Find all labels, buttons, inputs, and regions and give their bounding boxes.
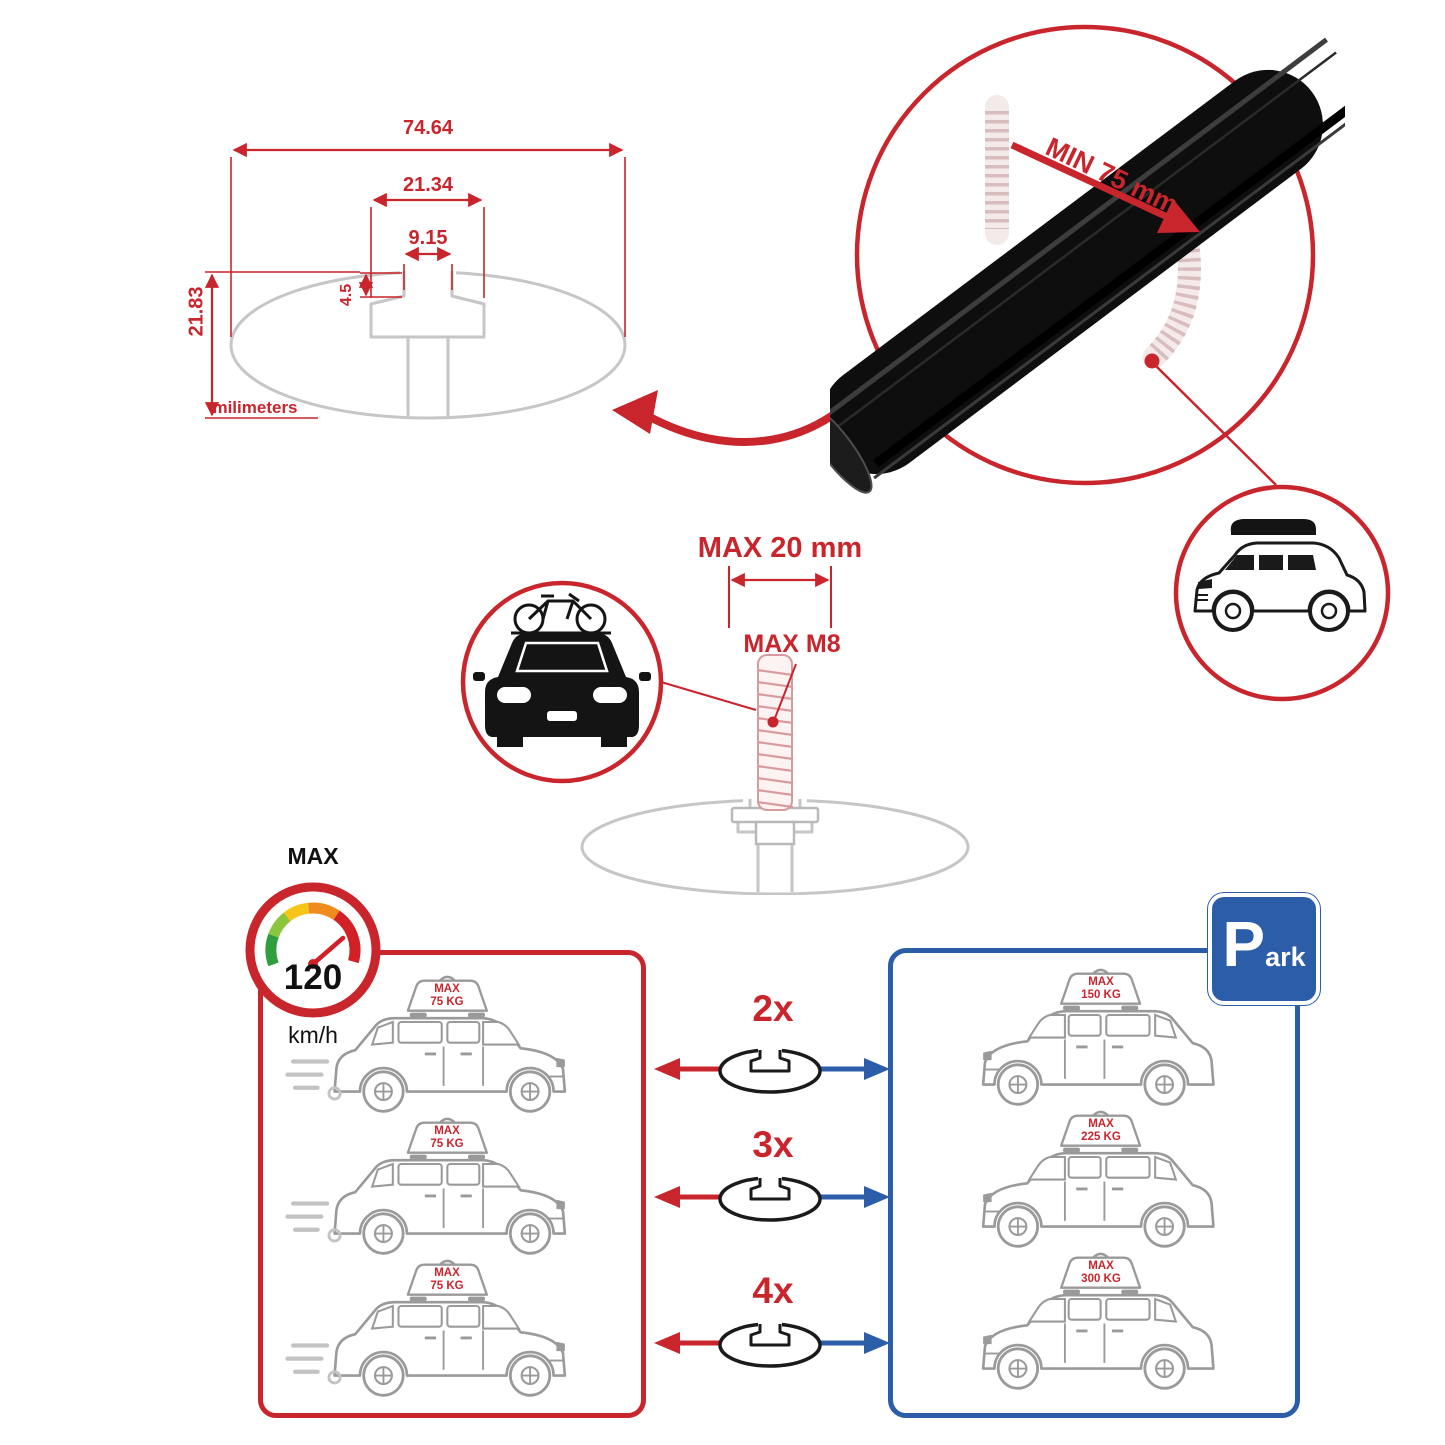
speed-unit: km/h [288, 1022, 338, 1048]
cross-section-diagram [204, 142, 627, 420]
dim-slot-width: 9.15 [408, 227, 448, 249]
multiplier-label: 3x [752, 1124, 794, 1165]
crossbar-icon-row [654, 1320, 890, 1368]
black-crossbar [830, 37, 1345, 494]
dim-total-width: 74.64 [402, 117, 454, 139]
dim-channel-width: 21.34 [402, 174, 454, 196]
multiplier-label: 2x [752, 988, 794, 1029]
speed-value: 120 [283, 958, 343, 997]
roofbox-suv-icon [1173, 484, 1391, 702]
speedometer-icon [245, 882, 381, 1018]
speed-max-label: MAX [287, 843, 339, 869]
bolt-spec-diagram [580, 566, 970, 895]
dim-slot-depth: 4.5 [338, 283, 355, 307]
crossbar-icon-row [654, 1174, 890, 1222]
park-sign-rest: ark [1265, 942, 1306, 972]
units-label: milimeters [212, 398, 298, 417]
bolt-max-length-label: MAX 20 mm [697, 532, 863, 564]
park-sign-icon: P ark [1208, 893, 1320, 1005]
crossbar-closeup-circle [830, 24, 1345, 494]
bolt-max-thread-label: MAX M8 [743, 630, 841, 658]
crossbar-icon-row [654, 1046, 890, 1094]
park-sign-letter: P [1222, 908, 1266, 980]
bike-car-icon [460, 580, 664, 784]
dim-total-height: 21.83 [185, 286, 208, 337]
multiplier-label: 4x [752, 1270, 794, 1311]
